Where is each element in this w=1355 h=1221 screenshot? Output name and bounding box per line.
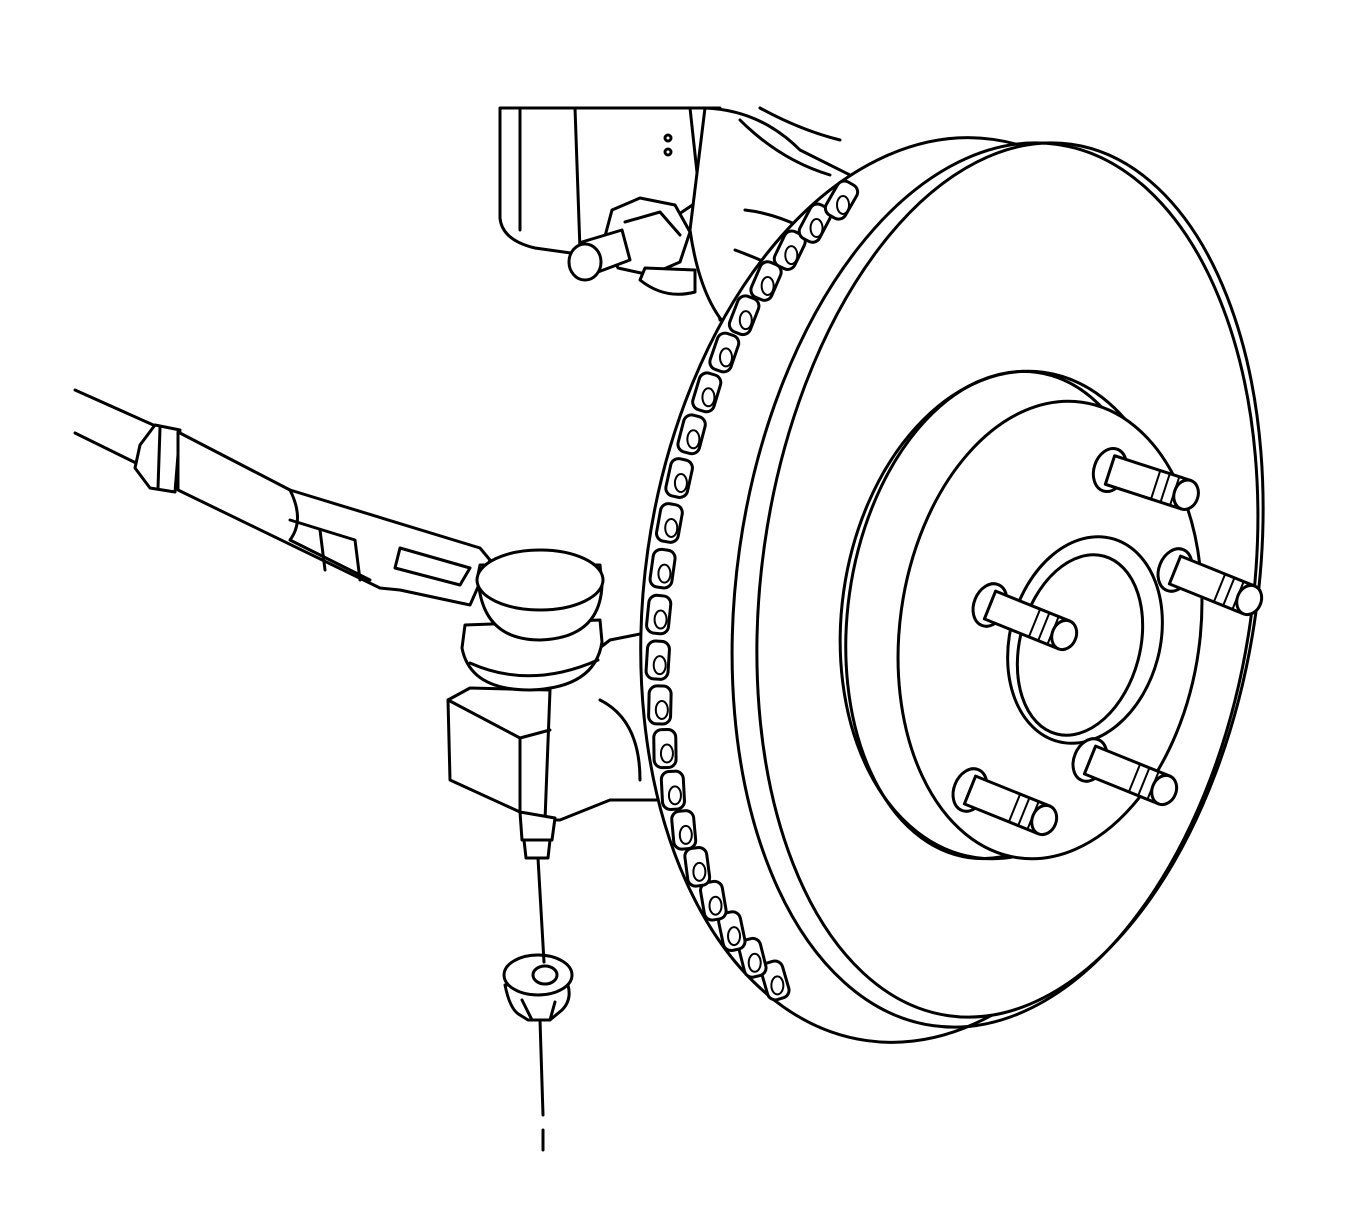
rotor-vane [759,959,791,1002]
rotor-vane [645,593,673,636]
wheel-stud [1156,547,1264,617]
rotor-vane [823,179,860,221]
rotor-vane [648,547,677,590]
rotor-vane [699,879,728,922]
wheel-studs [951,447,1264,837]
rotor-vane [647,684,673,726]
wheel-stud [1091,447,1200,511]
rotor-vane [676,413,707,456]
rotor-cooling-vanes [644,179,860,1002]
rotor-vane [644,639,671,681]
rotor-vane [664,457,694,499]
rotor-vane [737,936,768,979]
rotor-vane [652,727,678,770]
installation-centerline [536,856,546,1152]
rotor-vane [797,202,833,244]
wheel-stud [1071,737,1179,807]
wheel-stud [971,582,1079,652]
rotor-vane [655,502,684,544]
rotor-vane [670,809,698,851]
rotor-vane [683,846,712,888]
rotor-vane [727,294,761,337]
rotor-vane [749,260,783,302]
tie-rod [73,388,492,607]
outer-tie-rod-end [446,548,605,860]
rotor-vane [659,769,686,811]
rotor-vane [717,910,747,953]
rotor-vane [708,331,741,374]
upper-bolt [567,196,697,296]
tie-rod-nut [502,953,574,1022]
rotor-vane [691,371,723,414]
wheel-stud [951,767,1059,837]
